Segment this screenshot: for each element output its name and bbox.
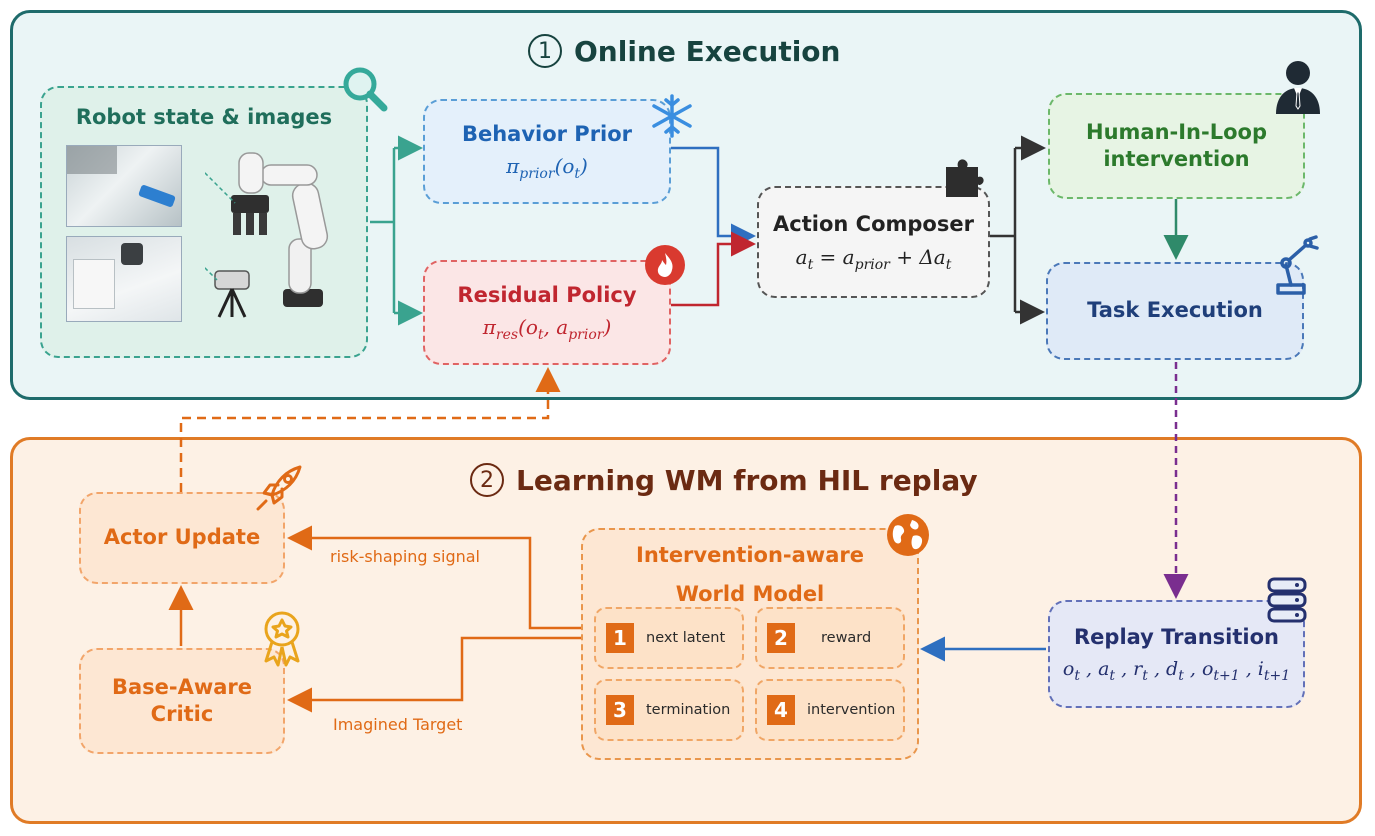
residual-policy-label: Residual Policy	[457, 282, 637, 307]
edge-robot-split	[370, 148, 396, 313]
task-execution-box: Task Execution	[1046, 262, 1304, 360]
human-in-loop-box: Human-In-Loop intervention	[1048, 93, 1305, 199]
puzzle-icon	[946, 159, 984, 197]
robot-arm-illustration	[205, 152, 329, 318]
wm-head-reward: 2 reward	[755, 607, 905, 669]
risk-shaping-signal-label: risk-shaping signal	[330, 547, 480, 566]
replay-transition-box: Replay Transition ot , at , rt , dt , ot…	[1048, 600, 1305, 708]
award-icon	[264, 611, 300, 667]
camera-image-bottom	[66, 236, 182, 322]
actor-update-box: Actor Update	[79, 492, 285, 584]
replay-transition-label: Replay Transition	[1074, 625, 1279, 650]
snowflake-icon	[652, 94, 692, 138]
wm-head-label: reward	[821, 630, 872, 646]
database-icon	[1267, 577, 1307, 623]
residual-policy-box: Residual Policy πres(ot, aprior)	[423, 260, 671, 365]
behavior-prior-formula: πprior(ot)	[506, 154, 588, 183]
online-execution-title: 1 Online Execution	[528, 34, 840, 68]
residual-policy-formula: πres(ot, aprior)	[482, 315, 612, 344]
behavior-prior-box: Behavior Prior πprior(ot)	[423, 99, 671, 204]
learning-title: 2 Learning WM from HIL replay	[470, 463, 978, 497]
critic-label-line2: Critic	[150, 702, 214, 726]
actor-update-label: Actor Update	[103, 525, 261, 550]
wm-head-label: intervention	[807, 702, 896, 718]
wm-head-number: 3	[606, 695, 634, 725]
person-icon	[1276, 61, 1320, 114]
wm-head-label: termination	[646, 702, 731, 718]
replay-transition-formula: ot , at , rt , dt , ot+1 , it+1	[1062, 657, 1291, 684]
edge-residual-composer	[671, 231, 756, 307]
behavior-prior-label: Behavior Prior	[461, 121, 633, 146]
wm-head-number: 1	[606, 623, 634, 653]
wm-head-number: 4	[767, 695, 795, 725]
online-execution-title-text: Online Execution	[574, 34, 841, 68]
imagined-target-label: Imagined Target	[333, 715, 463, 734]
wm-head-next-latent: 1 next latent	[594, 607, 744, 669]
learning-title-text: Learning WM from HIL replay	[516, 463, 978, 497]
section-number-2: 2	[470, 463, 504, 497]
base-aware-critic-box: Base-Aware Critic	[79, 648, 285, 754]
edge-composer-split	[990, 148, 1017, 312]
magnifier-icon	[343, 67, 388, 112]
section-number-1: 1	[528, 34, 562, 68]
human-in-loop-label-line1: Human-In-Loop	[1086, 119, 1267, 144]
camera-image-top	[66, 145, 182, 227]
world-model-label-line1: Intervention-aware	[636, 543, 864, 567]
action-composer-box: Action Composer at = aprior + Δat	[757, 186, 990, 298]
edge-behavior-composer	[671, 146, 756, 249]
task-execution-label: Task Execution	[1087, 298, 1263, 323]
edge-wm-critic	[287, 636, 581, 713]
wm-head-number: 2	[767, 623, 795, 653]
robot-state-label: Robot state & images	[75, 105, 333, 129]
action-composer-label: Action Composer	[773, 212, 974, 237]
human-in-loop-label-line2: intervention	[1103, 147, 1250, 171]
world-model-label-line2: World Model	[675, 582, 825, 607]
wm-head-termination: 3 termination	[594, 679, 744, 741]
critic-label-line1: Base-Aware	[111, 674, 253, 699]
edge-actor-residual	[179, 367, 561, 492]
wm-head-label: next latent	[646, 630, 726, 646]
flame-icon	[645, 245, 685, 285]
action-composer-formula: at = aprior + Δat	[795, 244, 952, 273]
globe-icon	[887, 514, 929, 556]
robot-arm-icon	[1276, 235, 1319, 295]
wm-head-intervention: 4 intervention	[755, 679, 905, 741]
rocket-icon	[256, 465, 302, 511]
edge-wm-actor	[287, 525, 581, 630]
